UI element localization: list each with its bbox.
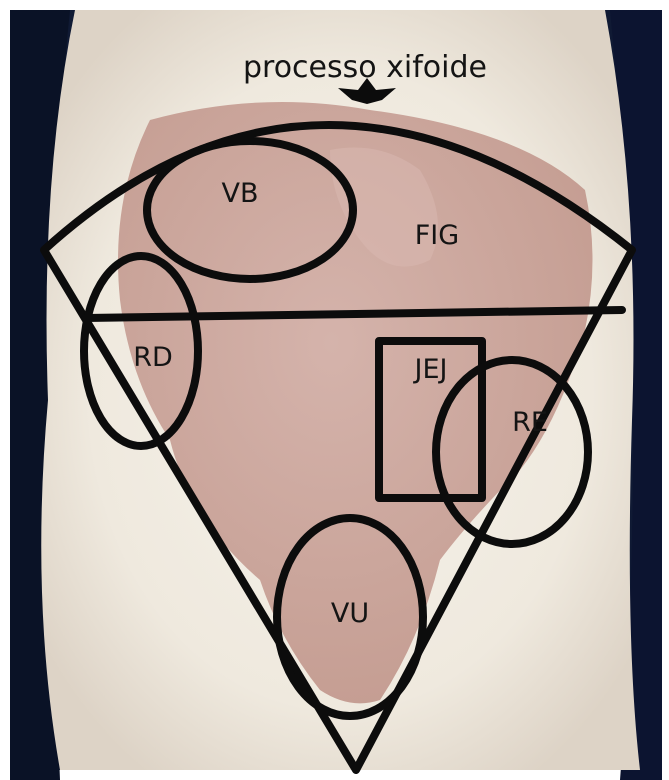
vb-label: VB xyxy=(222,178,259,209)
rd-label: RD xyxy=(133,342,173,373)
re-label: RE xyxy=(512,407,548,438)
vu-label: VU xyxy=(331,598,369,629)
title-label: processo xifoide xyxy=(243,50,487,85)
jej-label: JEJ xyxy=(413,354,448,385)
fig-label: FIG xyxy=(415,220,459,251)
